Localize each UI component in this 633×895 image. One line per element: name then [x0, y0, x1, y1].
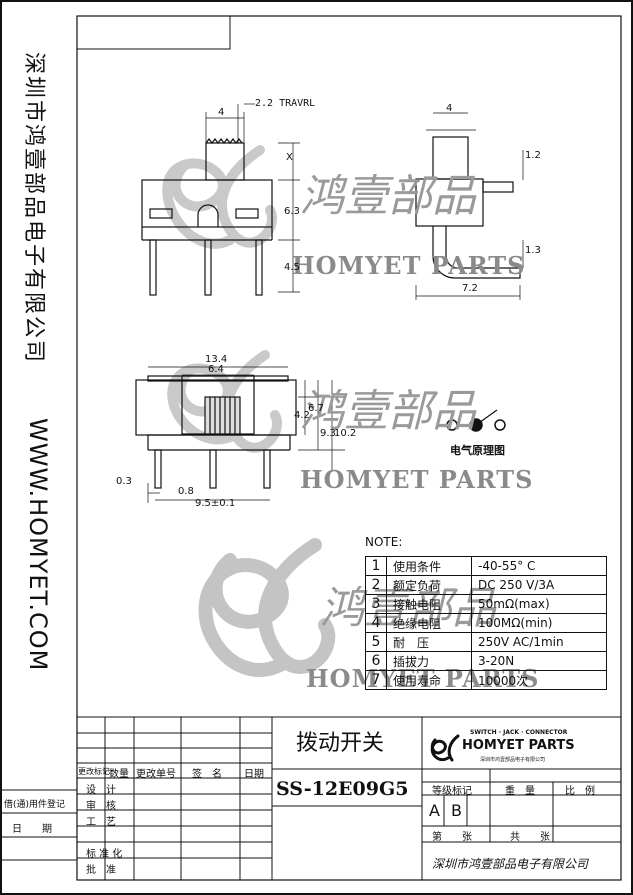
dim-side-72: 7.2 — [462, 283, 478, 294]
role-design: 设 计 — [86, 785, 116, 796]
dim-bottom-95: 9.5±0.1 — [195, 498, 236, 509]
circuit-label: 电气原理图 — [450, 444, 505, 457]
left-label-date: 日 期 — [12, 824, 52, 835]
dim-side-13: 1.3 — [525, 245, 541, 256]
dim-top-4: 4 — [218, 107, 225, 118]
watermark-brand-en-1: HOMYET PARTS — [292, 251, 526, 280]
role-approve: 批 准 — [86, 865, 116, 876]
watermark-logo-3 — [198, 538, 336, 677]
role-process: 工 艺 — [86, 817, 116, 828]
dim-bottom-134: 13.4 — [205, 354, 228, 365]
side-view — [415, 112, 524, 300]
role-standard: 标 准 化 — [86, 849, 123, 860]
part-number: SS-12E09G5 — [276, 778, 409, 800]
dim-bottom-42: 4.2 — [294, 410, 310, 421]
dim-bottom-102: 10.2 — [334, 428, 357, 439]
weight-label: 重 量 — [505, 786, 535, 797]
ratio-label: 比 例 — [565, 786, 595, 797]
watermark-logo-1 — [162, 145, 277, 249]
left-label-register: 借(通)用件登记 — [4, 800, 66, 810]
notes-title: NOTE: — [365, 535, 403, 549]
dim-bottom-08: 0.8 — [178, 486, 194, 497]
top-view — [141, 103, 300, 296]
rev-header-no: 更改单号 — [136, 769, 176, 780]
watermark-brand-cn-1: 鸿壹部品 — [300, 171, 476, 222]
total-label: 共 张 — [510, 832, 550, 843]
logo-name: HOMYET PARTS — [462, 738, 575, 753]
dim-bottom-67: 6.7 — [308, 403, 324, 414]
dim-top-45: 4.5 — [284, 262, 300, 273]
dim-top-63: 6.3 — [284, 206, 300, 217]
dim-side-4: 4 — [446, 103, 453, 114]
rev-header-qty: 数量 — [109, 769, 129, 780]
grade-a: A — [429, 801, 440, 820]
dim-bottom-93: 9.3 — [320, 428, 336, 439]
dim-top-x: X — [286, 152, 293, 163]
dim-bottom-64: 6.4 — [208, 364, 224, 375]
rev-header-date: 日期 — [244, 769, 264, 780]
watermark-brand-en-2: HOMYET PARTS — [300, 465, 534, 494]
product-name: 拨动开关 — [296, 731, 385, 756]
dim-bottom-03: 0.3 — [116, 476, 132, 487]
grade-b: B — [451, 801, 462, 820]
sheet-label: 第 张 — [432, 832, 472, 843]
rev-header-sign: 签 名 — [192, 769, 222, 780]
logo-tagline: SWITCH · JACK · CONNECTOR — [470, 729, 568, 736]
grade-label: 等级标记 — [432, 786, 472, 797]
website-vertical: WWW.HOMYET.COM — [24, 418, 52, 672]
circuit-symbol — [446, 409, 506, 432]
role-review: 审 核 — [86, 801, 116, 812]
logo-mark — [430, 734, 460, 762]
watermark-brand-cn-2: 鸿壹部品 — [300, 386, 476, 437]
travel-label: 2.2 TRAVRL — [255, 98, 316, 109]
company-name-vertical: 深圳市鸿壹部品电子有限公司 — [21, 52, 46, 365]
logo-company-small: 深圳市鸿壹部品电子有限公司 — [480, 757, 546, 763]
bottom-view — [135, 366, 345, 503]
rev-header-mark: 更改标记 — [78, 767, 110, 776]
dim-side-12: 1.2 — [525, 150, 541, 161]
title-block — [0, 716, 622, 881]
company-signature: 深圳市鸿壹部品电子有限公司 — [432, 857, 589, 871]
